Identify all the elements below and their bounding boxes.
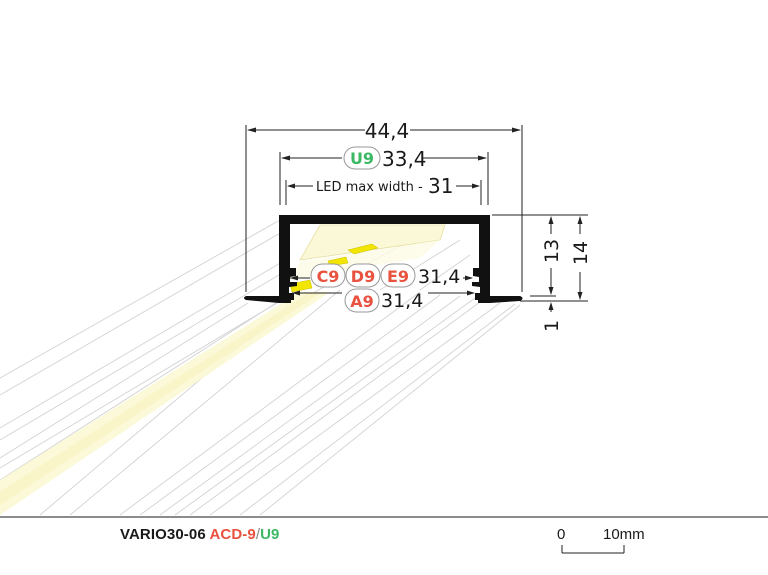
svg-text:C9: C9 <box>317 267 340 286</box>
overall-width-label: 44,4 <box>365 119 410 143</box>
e9-tag: E9 <box>380 263 416 288</box>
dimension-arrowheads <box>247 127 583 310</box>
product-variant-acd: ACD-9 <box>209 526 256 543</box>
led-max-width-text: LED max width - <box>316 180 423 195</box>
a9-tag: A9 <box>344 288 380 313</box>
flange-thickness-label: 1 <box>541 320 563 332</box>
c9-tag: C9 <box>310 263 346 288</box>
product-name: VARIO30-06 <box>120 526 206 543</box>
u9-tag: U9 <box>343 146 381 170</box>
product-title: VARIO30-06 ACD-9/U9 <box>120 526 279 543</box>
scale-bar <box>561 545 625 554</box>
total-height-label: 14 <box>570 241 592 265</box>
a9-width-label: 31,4 <box>381 290 423 312</box>
inner-height-label: 13 <box>541 239 563 263</box>
led-glow-band <box>0 224 446 515</box>
footer-divider <box>0 516 768 518</box>
d9-tag: D9 <box>345 263 381 288</box>
variant-separator: / <box>255 526 261 543</box>
svg-text:U9: U9 <box>350 149 374 168</box>
aluminium-profile-cross-section <box>244 215 523 303</box>
scale-end-label: 10mm <box>603 526 645 543</box>
perspective-extrusion-lines <box>0 219 521 516</box>
svg-text:E9: E9 <box>387 267 409 286</box>
led-max-width-value: 31 <box>428 174 453 198</box>
svg-text:D9: D9 <box>351 267 375 286</box>
scale-start-label: 0 <box>557 526 566 543</box>
u9-width-label: 33,4 <box>382 147 427 171</box>
cde-width-label: 31,4 <box>418 266 460 288</box>
svg-text:A9: A9 <box>350 292 374 311</box>
product-variant-u9: U9 <box>260 526 280 543</box>
